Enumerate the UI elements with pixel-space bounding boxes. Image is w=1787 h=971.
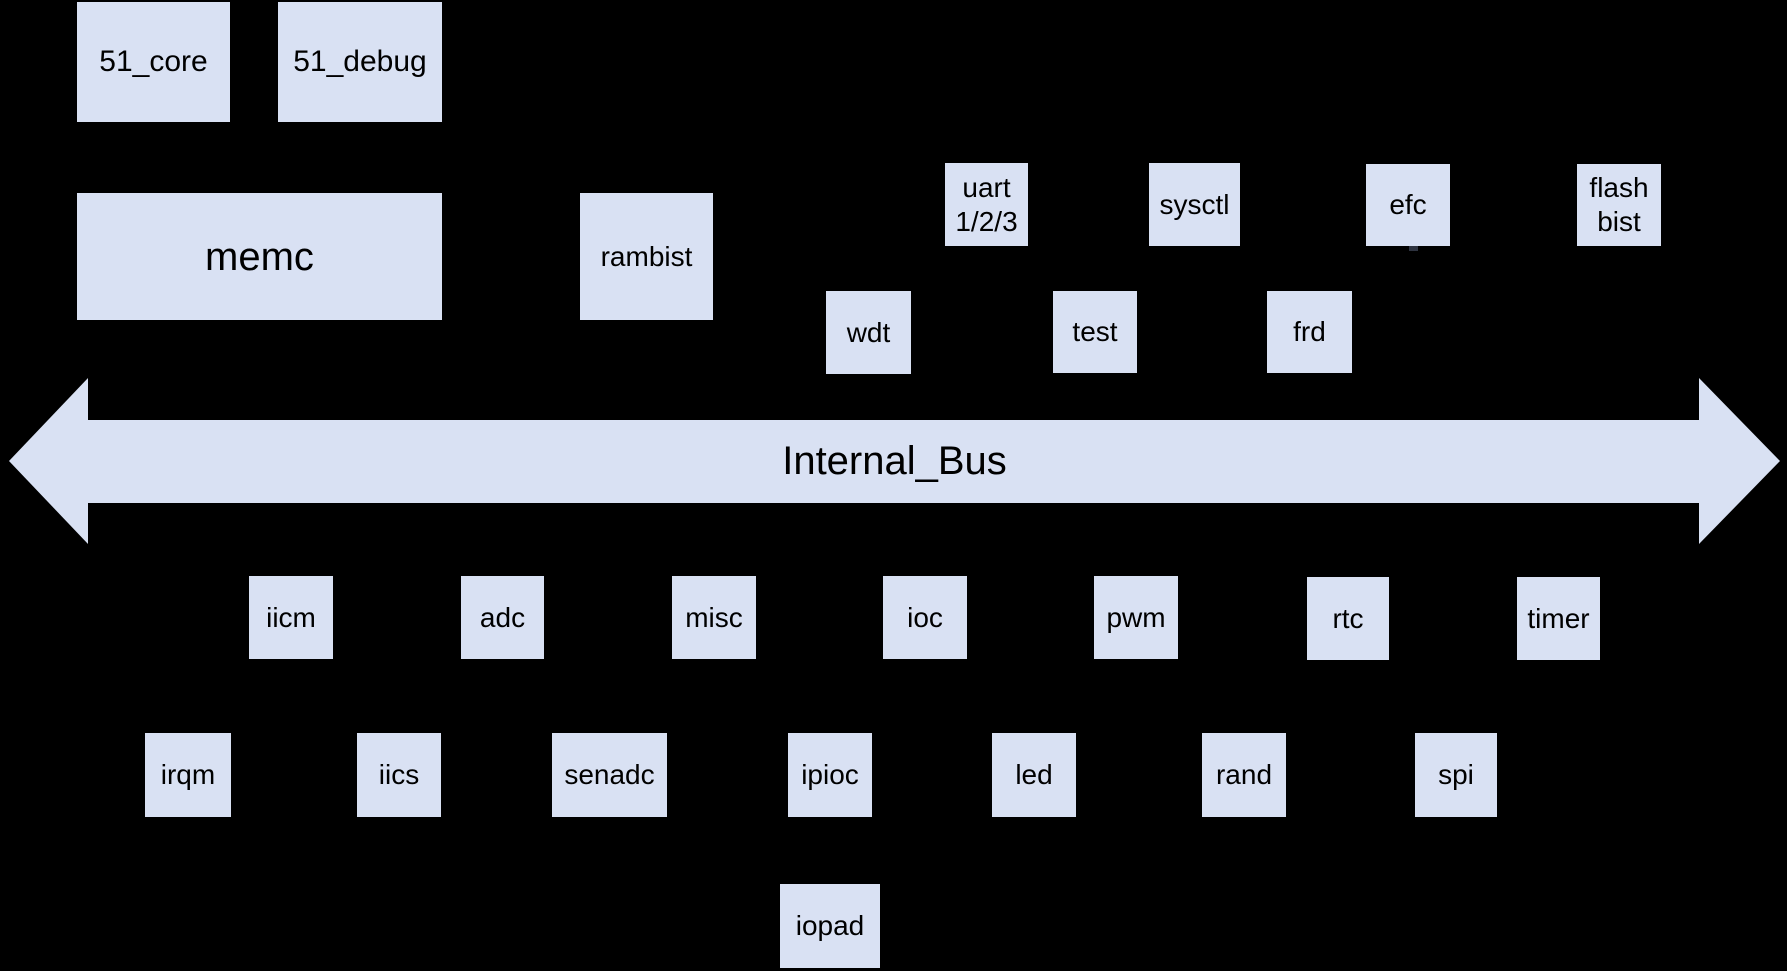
efc-connector-stub bbox=[1409, 246, 1418, 251]
block-uart-123: uart 1/2/3 bbox=[945, 163, 1028, 246]
internal-bus-label: Internal_Bus bbox=[782, 439, 1007, 483]
block-sysctl: sysctl bbox=[1149, 163, 1240, 246]
bus-body bbox=[88, 420, 1699, 503]
block-51-core: 51_core bbox=[77, 2, 230, 122]
block-iopad: iopad bbox=[780, 884, 880, 968]
block-rand: rand bbox=[1202, 733, 1286, 817]
block-misc: misc bbox=[672, 576, 756, 659]
block-iicm: iicm bbox=[249, 576, 333, 659]
block-memc: memc bbox=[77, 193, 442, 320]
bus-arrowhead-right bbox=[1699, 378, 1780, 544]
block-iics: iics bbox=[357, 733, 441, 817]
block-efc: efc bbox=[1366, 164, 1450, 246]
block-led: led bbox=[992, 733, 1076, 817]
block-frd: frd bbox=[1267, 291, 1352, 373]
block-timer: timer bbox=[1517, 577, 1600, 660]
block-spi: spi bbox=[1415, 733, 1497, 817]
block-adc: adc bbox=[461, 576, 544, 659]
block-pwm: pwm bbox=[1094, 576, 1178, 659]
block-flash-bist: flash bist bbox=[1577, 164, 1661, 246]
block-irqm: irqm bbox=[145, 733, 231, 817]
block-ioc: ioc bbox=[883, 576, 967, 659]
block-senadc: senadc bbox=[552, 733, 667, 817]
block-51-debug: 51_debug bbox=[278, 2, 442, 122]
block-rtc: rtc bbox=[1307, 577, 1389, 660]
block-ipioc: ipioc bbox=[788, 733, 872, 817]
bus-arrowhead-left bbox=[9, 378, 88, 544]
block-wdt: wdt bbox=[826, 291, 911, 374]
block-test: test bbox=[1053, 291, 1137, 373]
block-rambist: rambist bbox=[580, 193, 713, 320]
